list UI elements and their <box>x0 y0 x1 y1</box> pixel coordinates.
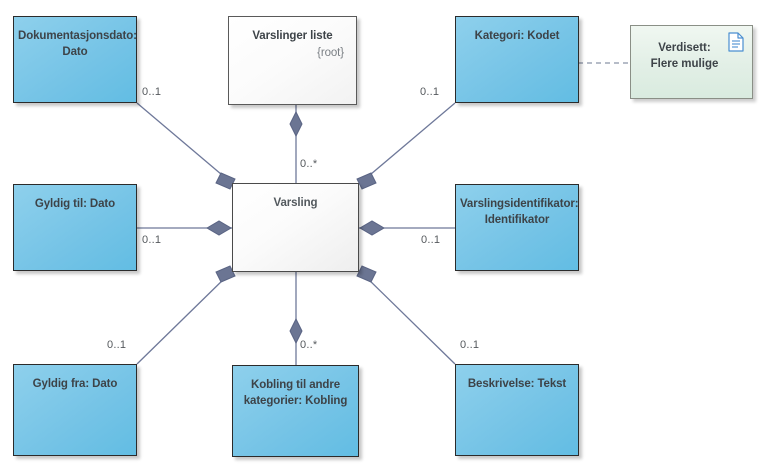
connector-kategori <box>363 102 456 181</box>
connector-beskrivelse <box>363 274 456 365</box>
multiplicity-kobling: 0..* <box>300 339 318 351</box>
multiplicity-gyldig-til: 0..1 <box>142 234 162 246</box>
multiplicity-varslingsidentifikator: 0..1 <box>421 234 441 246</box>
node-label-varslinger-liste: Varslinger liste {root} <box>229 28 356 104</box>
node-varslingsidentifikator[interactable]: Varslingsidentifikator: Identifikator <box>455 184 579 271</box>
note-verdisett[interactable]: Verdisett: Flere mulige <box>630 25 753 99</box>
node-label-dokumentasjonsdato: Dokumentasjonsdato: Dato <box>14 28 137 102</box>
node-label-varsling: Varsling <box>233 195 358 211</box>
multiplicity-gyldig-fra: 0..1 <box>107 339 127 351</box>
aggregation-diamond-varslingsidentifikator <box>359 220 385 236</box>
aggregation-diamond-kategori <box>356 172 377 190</box>
node-line1: Gyldig fra: Dato <box>32 378 118 390</box>
node-label-gyldig-til: Gyldig til: Dato <box>14 196 136 270</box>
node-line1: Varsling <box>273 197 318 209</box>
node-label-kategori: Kategori: Kodet <box>456 28 578 102</box>
node-line1: Beskrivelse: Tekst <box>467 378 567 390</box>
node-label-beskrivelse: Beskrivelse: Tekst <box>456 376 578 455</box>
node-label-gyldig-fra: Gyldig fra: Dato <box>14 376 136 455</box>
note-line2: Flere mulige <box>650 58 719 70</box>
node-kategori[interactable]: Kategori: Kodet <box>455 16 579 103</box>
node-line1: Kobling til andre <box>250 379 341 391</box>
note-label-verdisett: Verdisett: Flere mulige <box>631 26 752 72</box>
multiplicity-dokumentasjonsdato: 0..1 <box>142 86 162 98</box>
node-gyldig-fra[interactable]: Gyldig fra: Dato <box>13 364 137 456</box>
node-line2: kategorier: Kobling <box>243 395 348 407</box>
node-line1: Varslingsidentifikator: <box>460 198 579 210</box>
node-beskrivelse[interactable]: Beskrivelse: Tekst <box>455 364 579 456</box>
node-label-varslingsidentifikator: Varslingsidentifikator: Identifikator <box>456 196 579 270</box>
node-varsling[interactable]: Varsling <box>232 183 359 272</box>
document-icon <box>728 32 744 52</box>
multiplicity-kategori: 0..1 <box>420 86 440 98</box>
multiplicity-beskrivelse: 0..1 <box>460 339 480 351</box>
node-varslinger-liste[interactable]: Varslinger liste {root} <box>228 16 357 105</box>
node-line2: Identifikator <box>484 214 550 226</box>
node-line1: Gyldig til: Dato <box>34 198 116 210</box>
node-line2: Dato <box>62 46 88 58</box>
node-kobling[interactable]: Kobling til andre kategorier: Kobling <box>232 365 359 457</box>
node-dokumentasjonsdato[interactable]: Dokumentasjonsdato: Dato <box>13 16 137 103</box>
node-label-kobling: Kobling til andre kategorier: Kobling <box>233 377 358 456</box>
connector-gyldig-fra <box>136 274 229 365</box>
multiplicity-varslinger-liste: 0..* <box>300 158 318 170</box>
node-gyldig-til[interactable]: Gyldig til: Dato <box>13 184 137 271</box>
aggregation-diamond-beskrivelse <box>356 265 377 283</box>
note-line1: Verdisett: <box>658 42 711 54</box>
aggregation-diamond-gyldig-til <box>206 220 232 236</box>
aggregation-diamond-varslinger-liste <box>289 110 303 138</box>
node-line1: Dokumentasjonsdato: <box>18 30 137 42</box>
node-line1: Varslinger liste <box>252 30 333 42</box>
node-line1: Kategori: Kodet <box>474 30 560 42</box>
connector-dokumentasjonsdato <box>136 102 229 181</box>
root-stereotype: {root} <box>317 47 344 59</box>
